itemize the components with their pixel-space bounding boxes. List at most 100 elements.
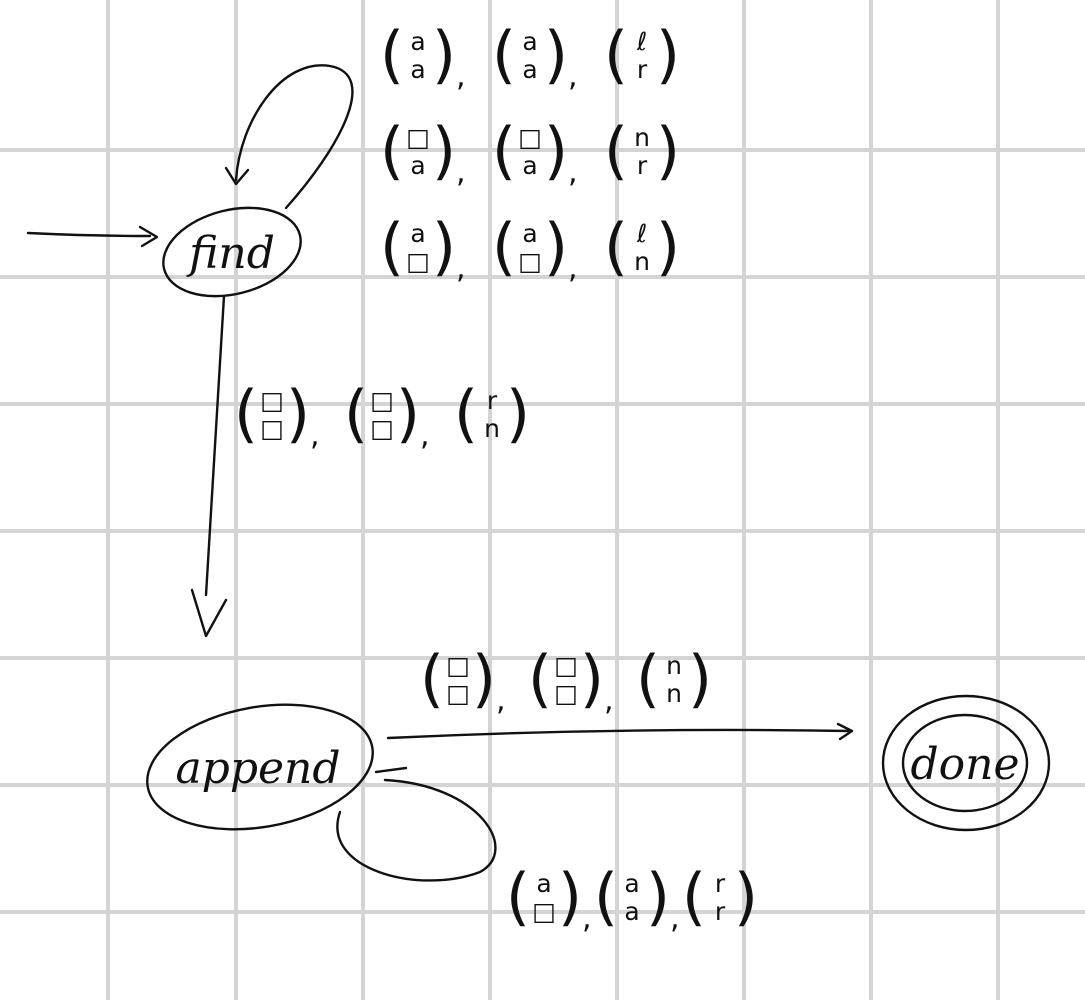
find-loop-label-row1-vec2-bottom: r — [637, 151, 648, 180]
append-done-label-row0-vec2-top: n — [666, 651, 682, 680]
find-loop-label-row2-vec1-comma: , — [568, 251, 578, 286]
append-done-label-row0-vec2-open-paren: ( — [636, 642, 660, 715]
state-done-label: done — [910, 739, 1019, 790]
append-done-label-row0-vec0-bottom: □ — [446, 679, 470, 708]
find-append-label-row0-vec0-open-paren: ( — [234, 377, 258, 450]
find-loop-label-row1-vec2-open-paren: ( — [604, 114, 628, 187]
append-loop-label-row0-vec0-open-paren: ( — [506, 860, 530, 933]
append-done-label-row0-vec1-open-paren: ( — [528, 642, 552, 715]
append-loop-label-row0-vec2-close-paren: ) — [734, 860, 758, 933]
find-append-label-row0-vec1-open-paren: ( — [344, 377, 368, 450]
append-done-label-row0-vec1-top: □ — [554, 651, 578, 680]
find-loop-label-row2-vec1-bottom: □ — [518, 247, 542, 276]
find-loop-label-row0-vec1-top: a — [522, 27, 537, 56]
append-loop-label-row0-vec2-open-paren: ( — [682, 860, 706, 933]
find-append-label-row0-vec2-top: r — [487, 386, 498, 415]
state-find-label: find — [186, 228, 275, 279]
find-loop-label-row1-vec0-comma: , — [456, 155, 466, 190]
append-loop-label-row0-vec2-bottom: r — [715, 897, 726, 926]
find-append-label-row0-vec0-close-paren: ) — [286, 377, 310, 450]
state-done: done — [881, 694, 1051, 832]
find-append-label-row0-vec0-comma: , — [310, 418, 320, 453]
find-loop-label-row2-vec2-bottom: n — [634, 247, 650, 276]
find-to-append-label: ()□□,()□□,()rn — [234, 377, 530, 453]
find-loop-label-row2-vec0-comma: , — [456, 251, 466, 286]
find-loop-label-row2-vec2-close-paren: ) — [656, 210, 680, 283]
find-append-label-row0-vec2-open-paren: ( — [454, 377, 478, 450]
start-arrow — [26, 225, 159, 248]
append-loop-label-row0-vec0-top: a — [536, 869, 551, 898]
find-loop-label-row0-vec0-top: a — [410, 27, 425, 56]
append-loop-label-row0-vec2-top: r — [715, 869, 726, 898]
find-loop-label-row0-vec2-close-paren: ) — [656, 18, 680, 91]
append-loop-label-row0-vec0-comma: , — [582, 901, 592, 936]
find-loop-label-row0-vec2-top: ℓ — [636, 27, 647, 56]
find-append-label-row0-vec2-bottom: n — [484, 414, 500, 443]
append-loop-label-row0-vec1-top: a — [624, 869, 639, 898]
state-append: append — [146, 703, 374, 831]
find-loop-label-row0-vec2-bottom: r — [637, 55, 648, 84]
find-loop-label-row0-vec0-bottom: a — [410, 55, 425, 84]
append-loop-label-row0-vec1-close-paren: ) — [646, 860, 670, 933]
find-loop-label-row2-vec0-open-paren: ( — [380, 210, 404, 283]
find-loop-label-row1-vec2-close-paren: ) — [656, 114, 680, 187]
find-loop-label-row0-vec1-bottom: a — [522, 55, 537, 84]
find-loop-label-row1-vec0-top: □ — [406, 123, 430, 152]
find-loop-label-row2-vec1-top: a — [522, 219, 537, 248]
append-to-done-label: ()□□,()□□,()nn — [420, 642, 712, 718]
append-done-label-row0-vec0-comma: , — [496, 683, 506, 718]
find-loop-label-row1-vec0-open-paren: ( — [380, 114, 404, 187]
append-loop-label-row0-vec1-bottom: a — [624, 897, 639, 926]
find-loop-label-row0-vec1-open-paren: ( — [492, 18, 516, 91]
find-loop-label-row1-vec2-top: n — [634, 123, 650, 152]
find-self-loop-label: ()aa,()aa,()ℓr()□a,()□a,()nr()a□,()a□,()… — [380, 18, 680, 286]
append-loop-label-row0-vec0-bottom: □ — [532, 897, 556, 926]
append-self-loop-arrow — [336, 766, 497, 882]
append-done-label-row0-vec0-top: □ — [446, 651, 470, 680]
find-loop-label-row2-vec2-open-paren: ( — [604, 210, 628, 283]
find-append-label-row0-vec1-close-paren: ) — [396, 377, 420, 450]
find-loop-label-row2-vec0-close-paren: ) — [432, 210, 456, 283]
append-done-label-row0-vec1-close-paren: ) — [580, 642, 604, 715]
append-loop-label-row0-vec1-open-paren: ( — [594, 860, 618, 933]
find-to-append-arrow — [190, 294, 228, 638]
find-append-label-row0-vec1-top: □ — [370, 386, 394, 415]
find-loop-label-row2-vec2-top: ℓ — [636, 219, 647, 248]
state-find: find — [162, 206, 302, 298]
state-append-label: append — [175, 743, 340, 794]
append-self-loop-label: ()a□,()aa,()rr — [506, 860, 758, 936]
append-done-label-row0-vec0-close-paren: ) — [472, 642, 496, 715]
find-loop-label-row2-vec0-bottom: □ — [406, 247, 430, 276]
find-loop-label-row0-vec0-close-paren: ) — [432, 18, 456, 91]
append-done-label-row0-vec2-close-paren: ) — [688, 642, 712, 715]
find-loop-label-row2-vec1-open-paren: ( — [492, 210, 516, 283]
find-loop-label-row0-vec1-close-paren: ) — [544, 18, 568, 91]
find-loop-label-row1-vec1-open-paren: ( — [492, 114, 516, 187]
append-done-label-row0-vec2-bottom: n — [666, 679, 682, 708]
append-done-label-row0-vec1-bottom: □ — [554, 679, 578, 708]
find-loop-label-row0-vec1-comma: , — [568, 59, 578, 94]
append-loop-label-row0-vec1-comma: , — [670, 901, 680, 936]
find-loop-label-row1-vec1-top: □ — [518, 123, 542, 152]
find-append-label-row0-vec0-top: □ — [260, 386, 284, 415]
find-loop-label-row1-vec1-close-paren: ) — [544, 114, 568, 187]
find-append-label-row0-vec1-comma: , — [420, 418, 430, 453]
append-loop-label-row0-vec0-close-paren: ) — [558, 860, 582, 933]
append-to-done-arrow — [386, 722, 854, 741]
find-append-label-row0-vec0-bottom: □ — [260, 414, 284, 443]
find-append-label-row0-vec2-close-paren: ) — [506, 377, 530, 450]
find-append-label-row0-vec1-bottom: □ — [370, 414, 394, 443]
append-done-label-row0-vec0-open-paren: ( — [420, 642, 444, 715]
find-loop-label-row1-vec0-bottom: a — [410, 151, 425, 180]
find-loop-label-row0-vec0-open-paren: ( — [380, 18, 404, 91]
find-self-loop-arrow — [224, 64, 354, 210]
find-loop-label-row0-vec2-open-paren: ( — [604, 18, 628, 91]
find-loop-label-row0-vec0-comma: , — [456, 59, 466, 94]
find-loop-label-row2-vec0-top: a — [410, 219, 425, 248]
find-loop-label-row1-vec1-bottom: a — [522, 151, 537, 180]
append-done-label-row0-vec1-comma: , — [604, 683, 614, 718]
find-loop-label-row2-vec1-close-paren: ) — [544, 210, 568, 283]
find-loop-label-row1-vec0-close-paren: ) — [432, 114, 456, 187]
